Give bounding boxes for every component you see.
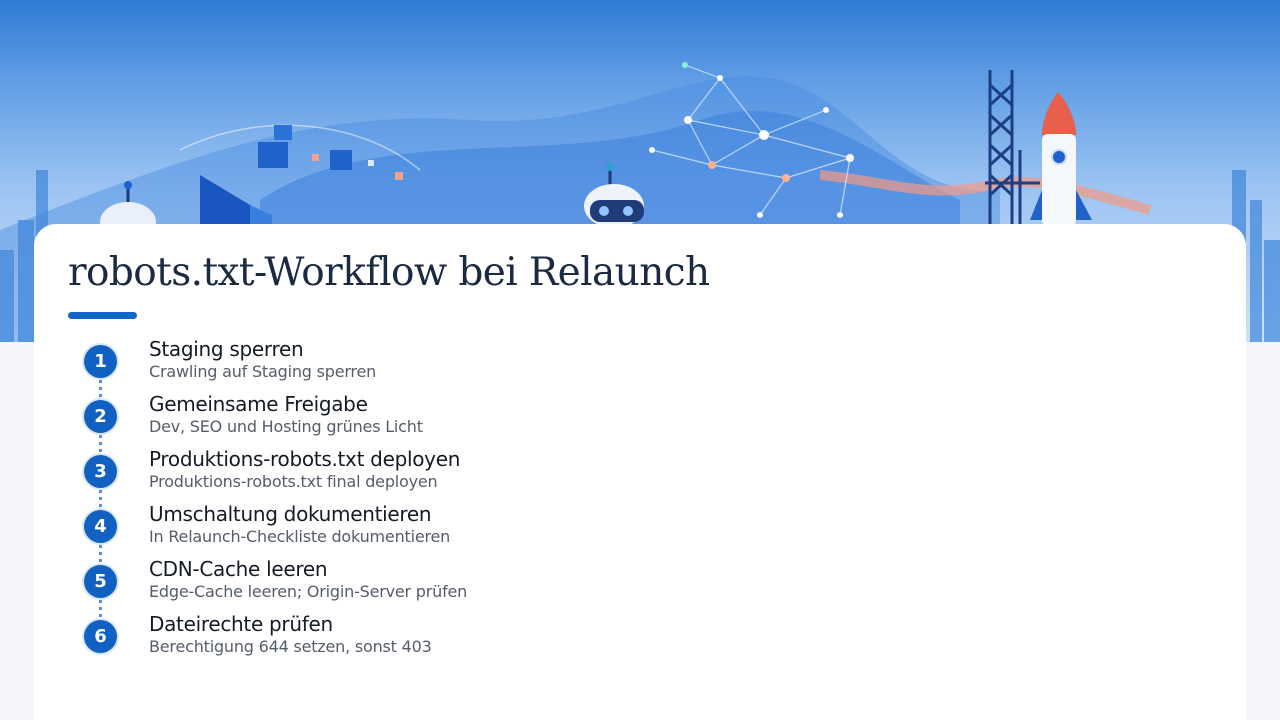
step-title: Gemeinsame Freigabe [149, 392, 368, 416]
cube-icon [200, 125, 403, 225]
step-item: 3 Produktions-robots.txt deployen Produk… [82, 447, 782, 509]
tower-icon [985, 70, 1040, 225]
robot-icon [584, 163, 644, 228]
step-item: 4 Umschaltung dokumentieren In Relaunch-… [82, 502, 782, 564]
step-description: Dev, SEO und Hosting grünes Licht [149, 417, 423, 436]
step-title: Umschaltung dokumentieren [149, 502, 432, 526]
step-number-badge: 3 [84, 455, 117, 488]
step-number-badge: 1 [84, 345, 117, 378]
step-number-badge: 6 [84, 620, 117, 653]
step-connector [99, 380, 102, 399]
step-number-badge: 5 [84, 565, 117, 598]
title-underline [68, 312, 137, 319]
slide-title: robots.txt-Workflow bei Relaunch [68, 250, 710, 295]
step-connector [99, 435, 102, 454]
step-number-badge: 2 [84, 400, 117, 433]
step-title: Produktions-robots.txt deployen [149, 447, 461, 471]
step-connector [99, 490, 102, 509]
step-description: Berechtigung 644 setzen, sonst 403 [149, 637, 432, 656]
step-title: Staging sperren [149, 337, 304, 361]
step-description: Edge-Cache leeren; Origin-Server prüfen [149, 582, 468, 601]
step-connector [99, 600, 102, 619]
network-icon [651, 64, 851, 216]
content-card [34, 224, 1246, 720]
step-item: 5 CDN-Cache leeren Edge-Cache leeren; Or… [82, 557, 782, 619]
step-connector [99, 545, 102, 564]
step-title: Dateirechte prüfen [149, 612, 333, 636]
step-item: 6 Dateirechte prüfen Berechtigung 644 se… [82, 612, 782, 670]
step-description: Produktions-robots.txt final deployen [149, 472, 438, 491]
step-number-badge: 4 [84, 510, 117, 543]
step-description: Crawling auf Staging sperren [149, 362, 377, 381]
step-item: 1 Staging sperren Crawling auf Staging s… [82, 337, 782, 399]
step-item: 2 Gemeinsame Freigabe Dev, SEO und Hosti… [82, 392, 782, 454]
step-description: In Relaunch-Checkliste dokumentieren [149, 527, 451, 546]
rocket-icon [1030, 92, 1092, 226]
step-title: CDN-Cache leeren [149, 557, 328, 581]
